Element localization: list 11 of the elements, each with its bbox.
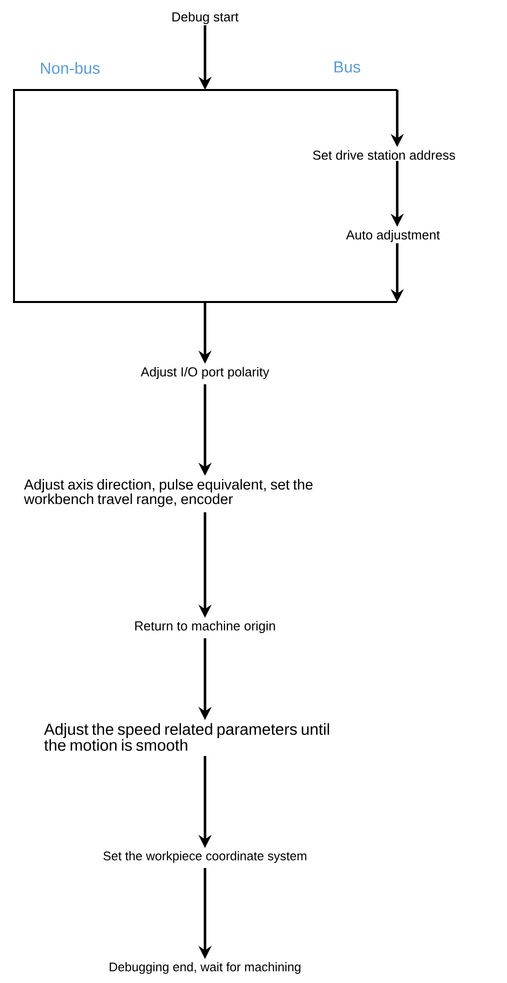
step-text: Set the workpiece coordinate system bbox=[103, 851, 306, 863]
step-text: Debugging end, wait for machining bbox=[110, 962, 300, 974]
branch-label: Non-bus bbox=[41, 62, 100, 74]
step-text: Adjust I/O port polarity bbox=[140, 366, 270, 380]
step-text: Adjust axis direction, pulse equivalent, set the workbench travel range, encoder bbox=[24, 479, 313, 508]
step-text: Set drive station address bbox=[313, 150, 456, 160]
step-text: Adjust the speed related parameters until the motion is smooth bbox=[44, 723, 330, 751]
step-text: Return to machine origin bbox=[135, 620, 275, 634]
branch-label: Bus bbox=[334, 61, 360, 73]
step-text: Debug start bbox=[172, 12, 238, 24]
step-text: Auto adjustment bbox=[346, 230, 440, 242]
